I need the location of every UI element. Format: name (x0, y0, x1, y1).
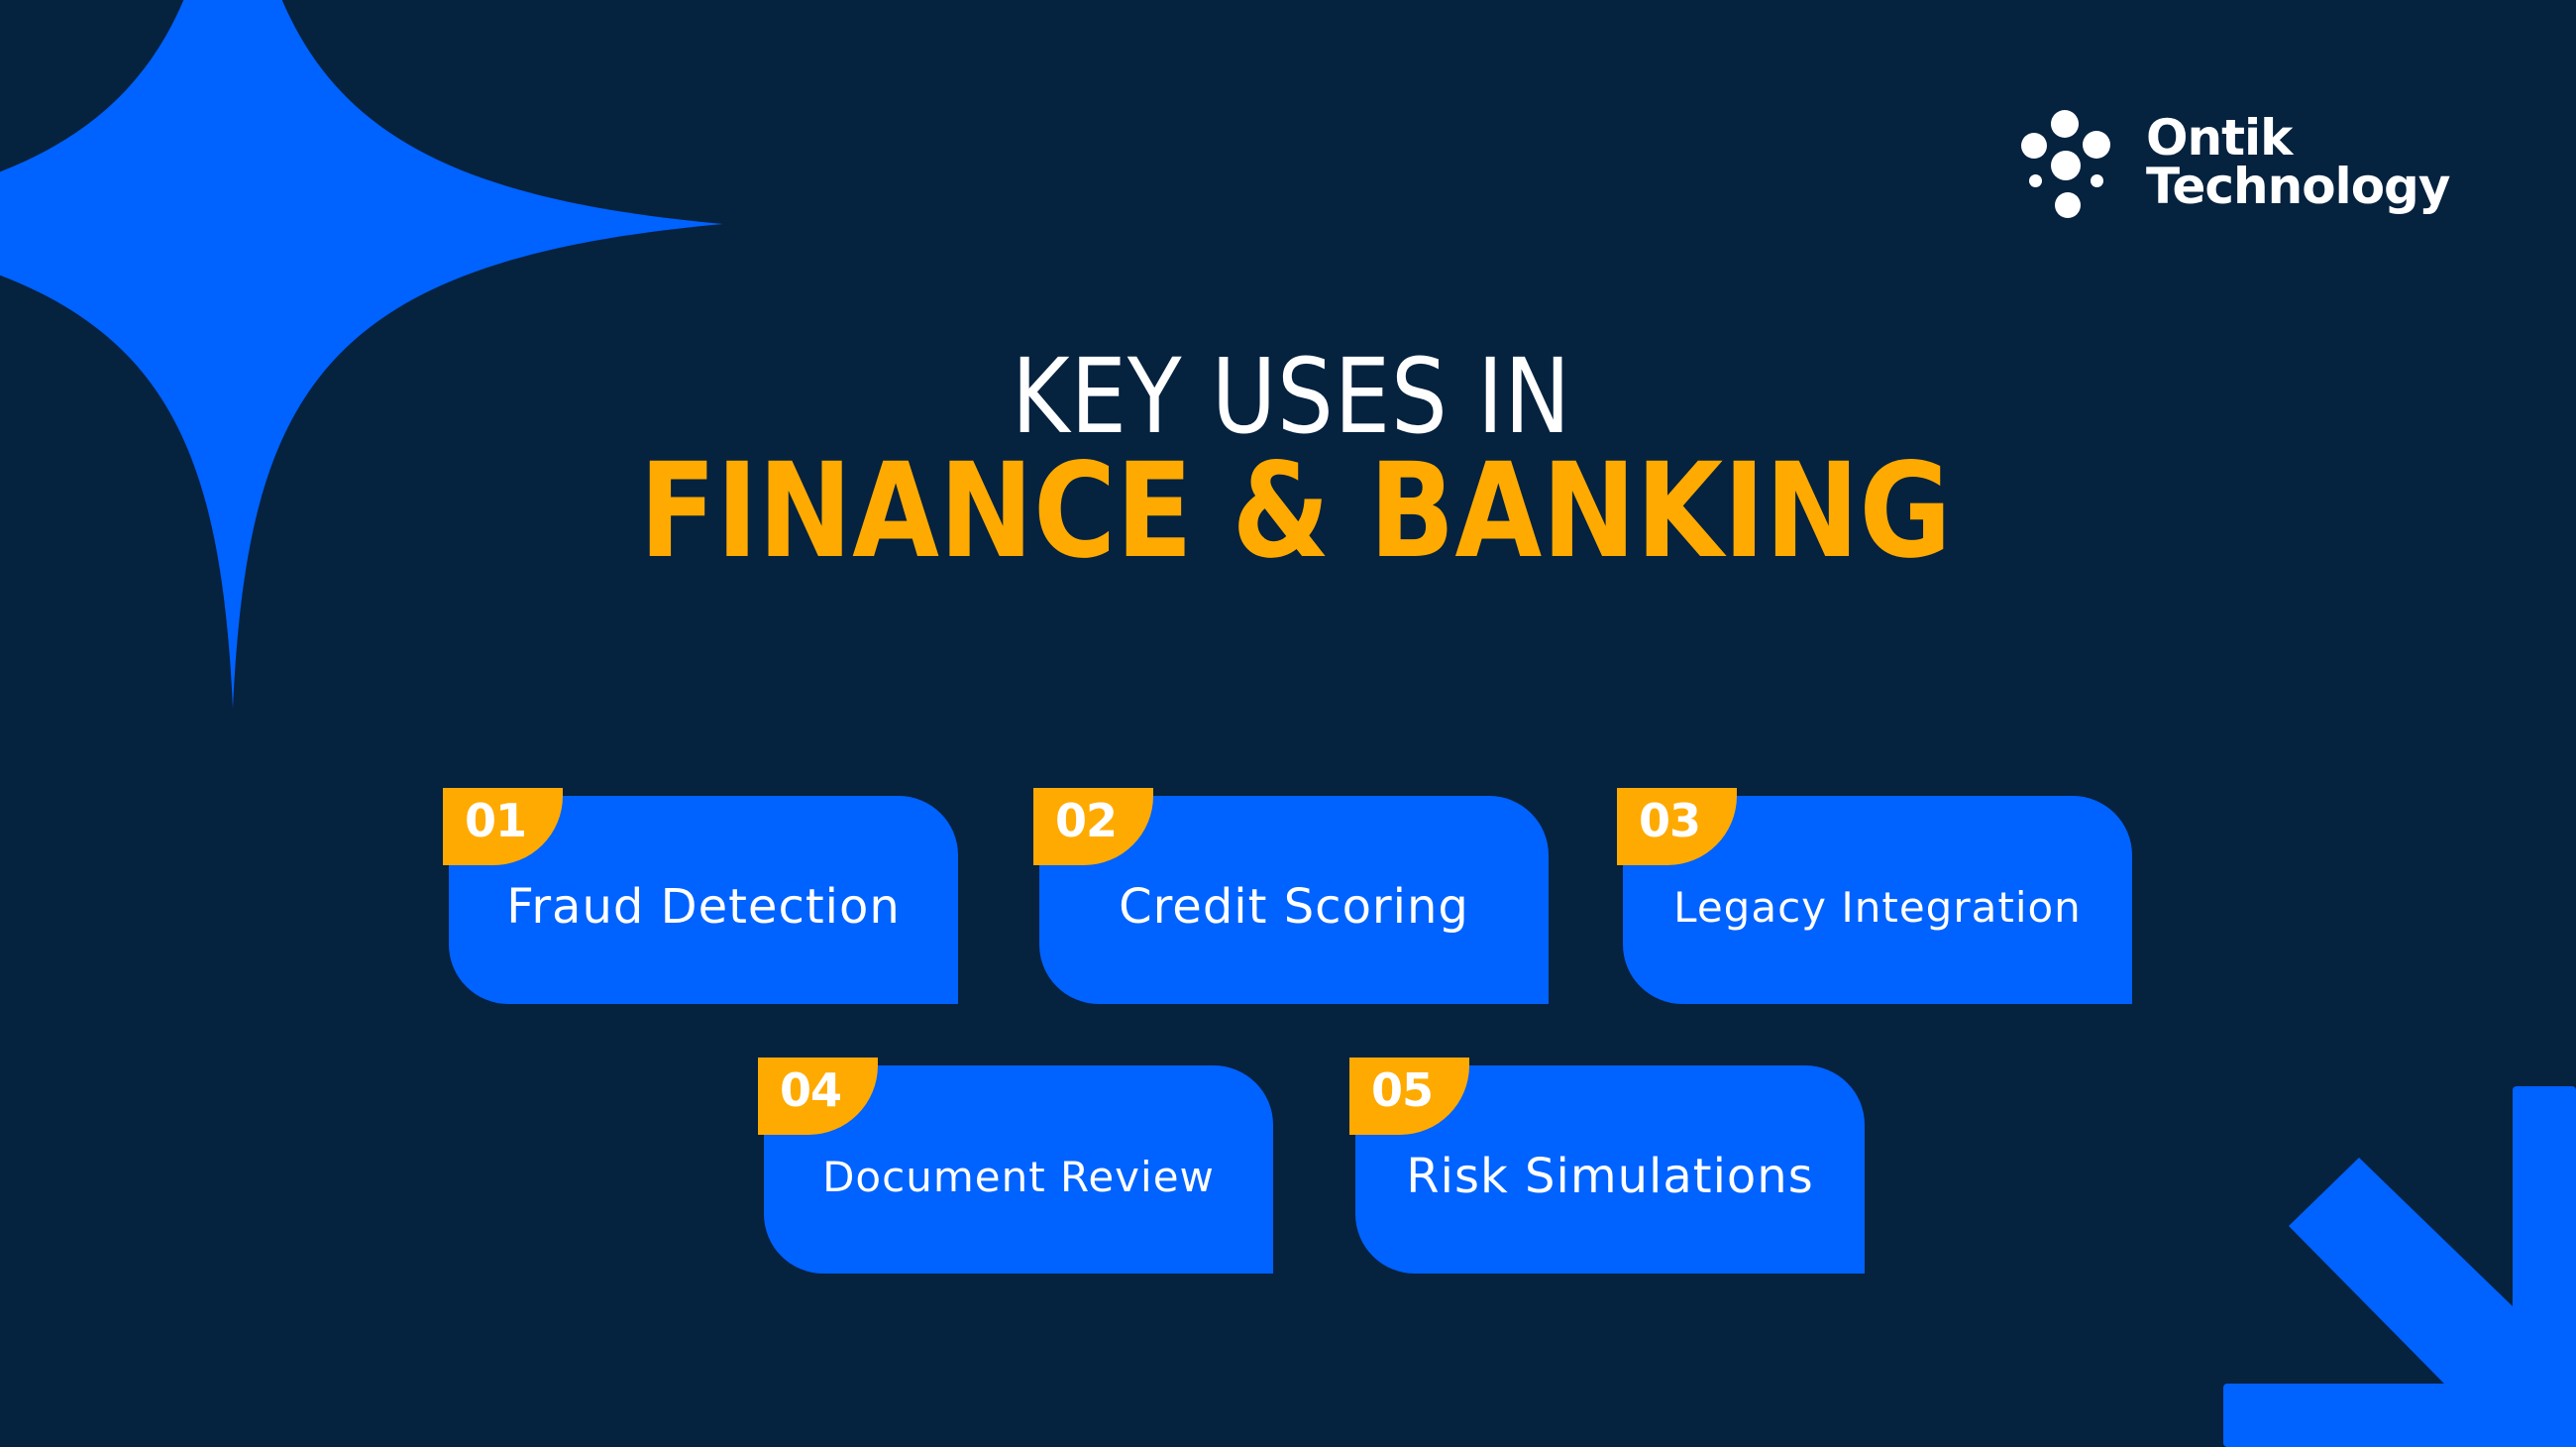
number-badge: 03 (1617, 788, 1737, 865)
use-card-legacy-integration: Legacy Integration 03 (1617, 788, 2142, 1006)
card-body: Credit Scoring (1039, 796, 1549, 1004)
badge-number: 03 (1639, 794, 1701, 847)
badge-number: 04 (780, 1063, 842, 1117)
dots-cluster-icon (2021, 107, 2120, 218)
company-name-line2: Technology (2146, 158, 2450, 215)
card-label: Document Review (822, 1152, 1215, 1201)
arrow-down-right-icon (2223, 1086, 2576, 1447)
page-title: KEY USES IN FINANCE & BANKING (0, 337, 2576, 577)
four-point-star-icon (0, 0, 723, 709)
card-body: Risk Simulations (1355, 1065, 1865, 1274)
card-body: Fraud Detection (449, 796, 958, 1004)
badge-number: 02 (1055, 794, 1118, 847)
card-body: Legacy Integration (1623, 796, 2132, 1004)
use-card-document-review: Document Review 04 (758, 1057, 1283, 1276)
badge-number: 05 (1371, 1063, 1434, 1117)
card-label: Credit Scoring (1119, 879, 1469, 935)
use-card-risk-simulations: Risk Simulations 05 (1349, 1057, 1875, 1276)
card-label: Legacy Integration (1673, 882, 2082, 932)
company-name-line1: Ontik (2146, 109, 2293, 167)
card-label: Fraud Detection (506, 879, 901, 935)
card-label: Risk Simulations (1406, 1149, 1814, 1204)
title-line-2: FINANCE & BANKING (639, 435, 1952, 588)
use-card-fraud-detection: Fraud Detection 01 (443, 788, 968, 1006)
use-card-credit-scoring: Credit Scoring 02 (1033, 788, 1558, 1006)
title-line-1: KEY USES IN (1012, 336, 1571, 457)
badge-number: 01 (465, 794, 527, 847)
company-logo: Ontik Technology (2021, 107, 2450, 218)
company-name: Ontik Technology (2146, 109, 2450, 215)
